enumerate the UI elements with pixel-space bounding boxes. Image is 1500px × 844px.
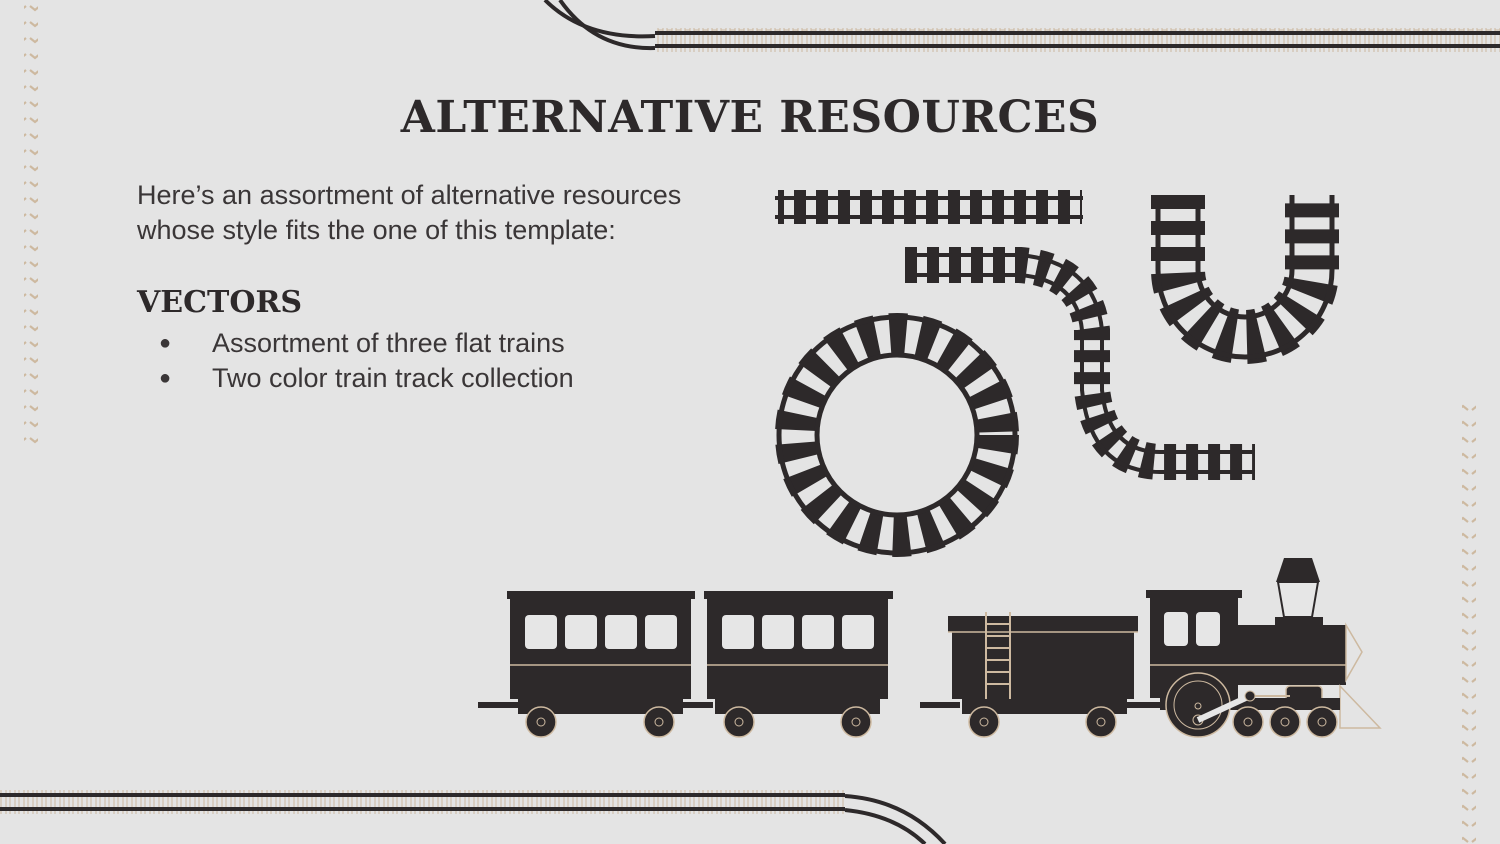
circle-track-icon xyxy=(775,313,1019,557)
intro-text: Here’s an assortment of alternative reso… xyxy=(137,180,682,245)
u-track-icon xyxy=(1151,195,1339,364)
list-item: ● Two color train track collection xyxy=(137,361,574,396)
list-item-text: Two color train track collection xyxy=(212,363,574,393)
tender-car-icon xyxy=(920,612,1138,738)
straight-track-icon xyxy=(775,190,1083,224)
locomotive-icon xyxy=(1125,558,1382,738)
list-item: ● Assortment of three flat trains xyxy=(137,326,574,361)
passenger-car-icon xyxy=(683,591,893,738)
left-chevron-border xyxy=(24,0,38,445)
bullet-icon: ● xyxy=(159,367,172,389)
bullet-list: ● Assortment of three flat trains ● Two co… xyxy=(137,326,574,396)
s-curve-track-icon xyxy=(905,247,1255,480)
top-track-icon xyxy=(543,0,1500,52)
passenger-car-icon xyxy=(478,591,695,738)
section-title: VECTORS xyxy=(137,285,303,320)
list-item-text: Assortment of three flat trains xyxy=(212,328,565,358)
bullet-icon: ● xyxy=(159,332,172,354)
bottom-track-icon xyxy=(0,790,947,844)
right-chevron-border xyxy=(1462,398,1476,844)
slide-title: ALTERNATIVE RESOURCES xyxy=(400,92,1100,143)
